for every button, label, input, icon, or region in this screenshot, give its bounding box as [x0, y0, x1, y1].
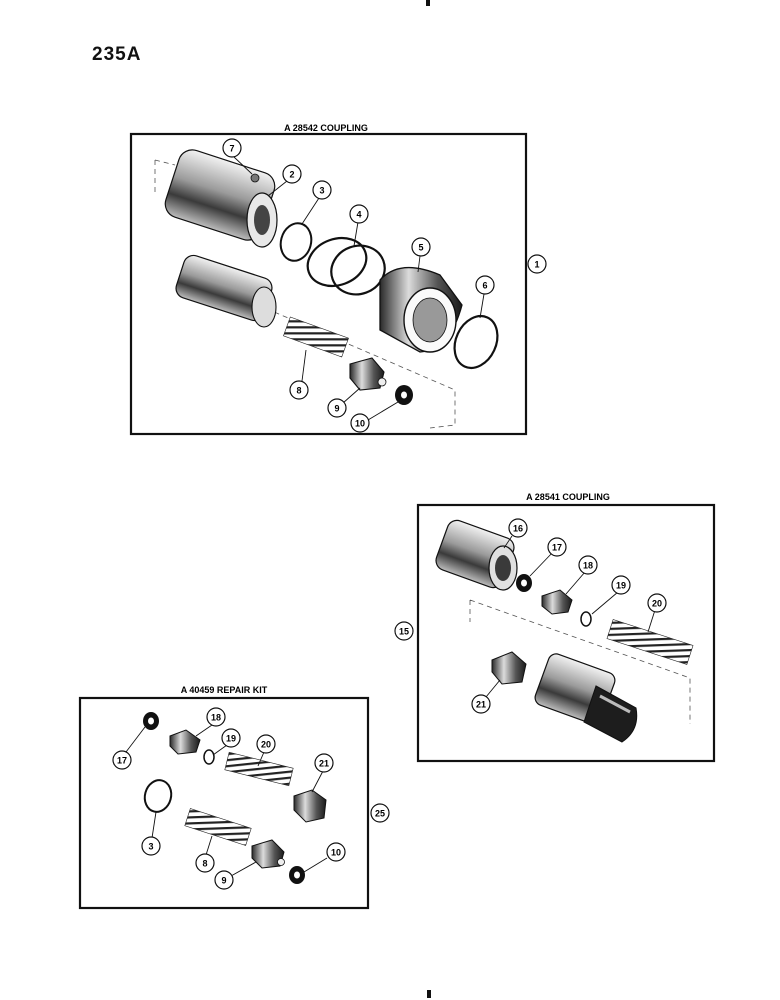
callout-17: 17 — [112, 750, 132, 770]
poppet-part — [169, 729, 201, 755]
nipple-part — [175, 254, 277, 328]
svg-text:17: 17 — [117, 756, 127, 766]
spring-part — [224, 751, 294, 787]
callout-8: 8 — [195, 853, 215, 873]
callout-21: 21 — [471, 694, 491, 714]
svg-text:2: 2 — [289, 170, 294, 180]
callout-3: 3 — [141, 836, 161, 856]
spring-part — [184, 808, 252, 846]
callout-6: 6 — [475, 275, 495, 295]
svg-text:21: 21 — [319, 759, 329, 769]
retaining-rings-part — [306, 236, 386, 296]
svg-text:18: 18 — [211, 713, 221, 723]
ball-part — [250, 173, 260, 183]
callout-9: 9 — [327, 398, 347, 418]
seal-part — [143, 712, 159, 730]
o-ring-part — [279, 222, 313, 262]
svg-text:9: 9 — [221, 876, 226, 886]
panel-frame — [416, 503, 716, 763]
dashed-outline — [469, 599, 691, 724]
svg-text:8: 8 — [296, 386, 301, 396]
svg-text:5: 5 — [418, 243, 423, 253]
valve-part — [251, 839, 285, 869]
panel-title-a28541: A 28541 COUPLING — [526, 492, 610, 502]
callout-10: 10 — [350, 413, 370, 433]
callout-16: 16 — [508, 518, 528, 538]
callout-5: 5 — [411, 237, 431, 257]
panel-frame — [78, 696, 370, 910]
hose-end-part — [534, 653, 638, 743]
valve-guide-part — [293, 789, 327, 823]
assembly-callout-1: 1 — [527, 254, 547, 274]
svg-text:21: 21 — [476, 700, 486, 710]
callout-8: 8 — [289, 380, 309, 400]
panel-frame — [129, 132, 528, 436]
panel-title-a28542: A 28542 COUPLING — [284, 123, 368, 133]
svg-text:15: 15 — [399, 627, 409, 637]
small-o-ring-part — [580, 611, 592, 627]
callout-20: 20 — [256, 734, 276, 754]
spring-part — [283, 316, 349, 358]
o-ring-part — [143, 779, 173, 813]
panel-a28542-coupling: A 28542 COUPLING — [129, 123, 528, 436]
seal-part — [516, 574, 532, 592]
leader-lines — [125, 156, 656, 877]
svg-text:10: 10 — [355, 419, 365, 429]
callout-21: 21 — [314, 753, 334, 773]
panel-a40459-repair-kit: A 40459 REPAIR KIT — [78, 685, 370, 910]
svg-text:4: 4 — [356, 210, 361, 220]
svg-text:3: 3 — [148, 842, 153, 852]
valve-part — [349, 357, 387, 391]
svg-text:10: 10 — [331, 848, 341, 858]
svg-text:25: 25 — [375, 809, 385, 819]
svg-text:20: 20 — [261, 740, 271, 750]
svg-text:1: 1 — [534, 260, 539, 270]
callout-19: 19 — [221, 728, 241, 748]
seal-part — [289, 866, 305, 884]
svg-text:19: 19 — [616, 581, 626, 591]
panel-a28541-coupling: A 28541 COUPLING — [416, 492, 716, 763]
callout-17: 17 — [547, 537, 567, 557]
svg-text:3: 3 — [319, 186, 324, 196]
callout-20: 20 — [647, 593, 667, 613]
spring-part — [606, 619, 694, 665]
dashed-outline — [154, 159, 456, 429]
svg-text:6: 6 — [482, 281, 487, 291]
valve-guide-part — [491, 651, 527, 685]
callout-2: 2 — [282, 164, 302, 184]
callout-18: 18 — [578, 555, 598, 575]
svg-text:19: 19 — [226, 734, 236, 744]
small-o-ring-part — [203, 749, 215, 765]
sleeve-part — [379, 266, 463, 353]
panel-title-a40459: A 40459 REPAIR KIT — [181, 685, 268, 695]
svg-text:16: 16 — [513, 524, 523, 534]
svg-text:17: 17 — [552, 543, 562, 553]
callout-19: 19 — [611, 575, 631, 595]
page-number: 235A — [92, 44, 142, 65]
callout-4: 4 — [349, 204, 369, 224]
coupling-body-part — [164, 149, 278, 248]
svg-text:8: 8 — [202, 859, 207, 869]
assembly-callout-15: 15 — [394, 621, 414, 641]
callout-18: 18 — [206, 707, 226, 727]
coupler-body-part — [435, 519, 518, 591]
callout-3: 3 — [312, 180, 332, 200]
callout-10: 10 — [326, 842, 346, 862]
svg-text:18: 18 — [583, 561, 593, 571]
callouts: 7 2 3 4 5 6 8 9 10 16 17 18 19 20 21 18 … — [112, 138, 667, 890]
svg-text:9: 9 — [334, 404, 339, 414]
bottom-register-mark — [427, 990, 431, 998]
poppet-part — [541, 589, 573, 615]
seal-part — [395, 385, 413, 405]
assembly-callout-25: 25 — [370, 803, 390, 823]
svg-text:20: 20 — [652, 599, 662, 609]
large-o-ring-part — [453, 315, 499, 369]
top-register-mark — [426, 0, 430, 6]
callout-9: 9 — [214, 870, 234, 890]
callout-7: 7 — [222, 138, 242, 158]
svg-text:7: 7 — [229, 144, 234, 154]
